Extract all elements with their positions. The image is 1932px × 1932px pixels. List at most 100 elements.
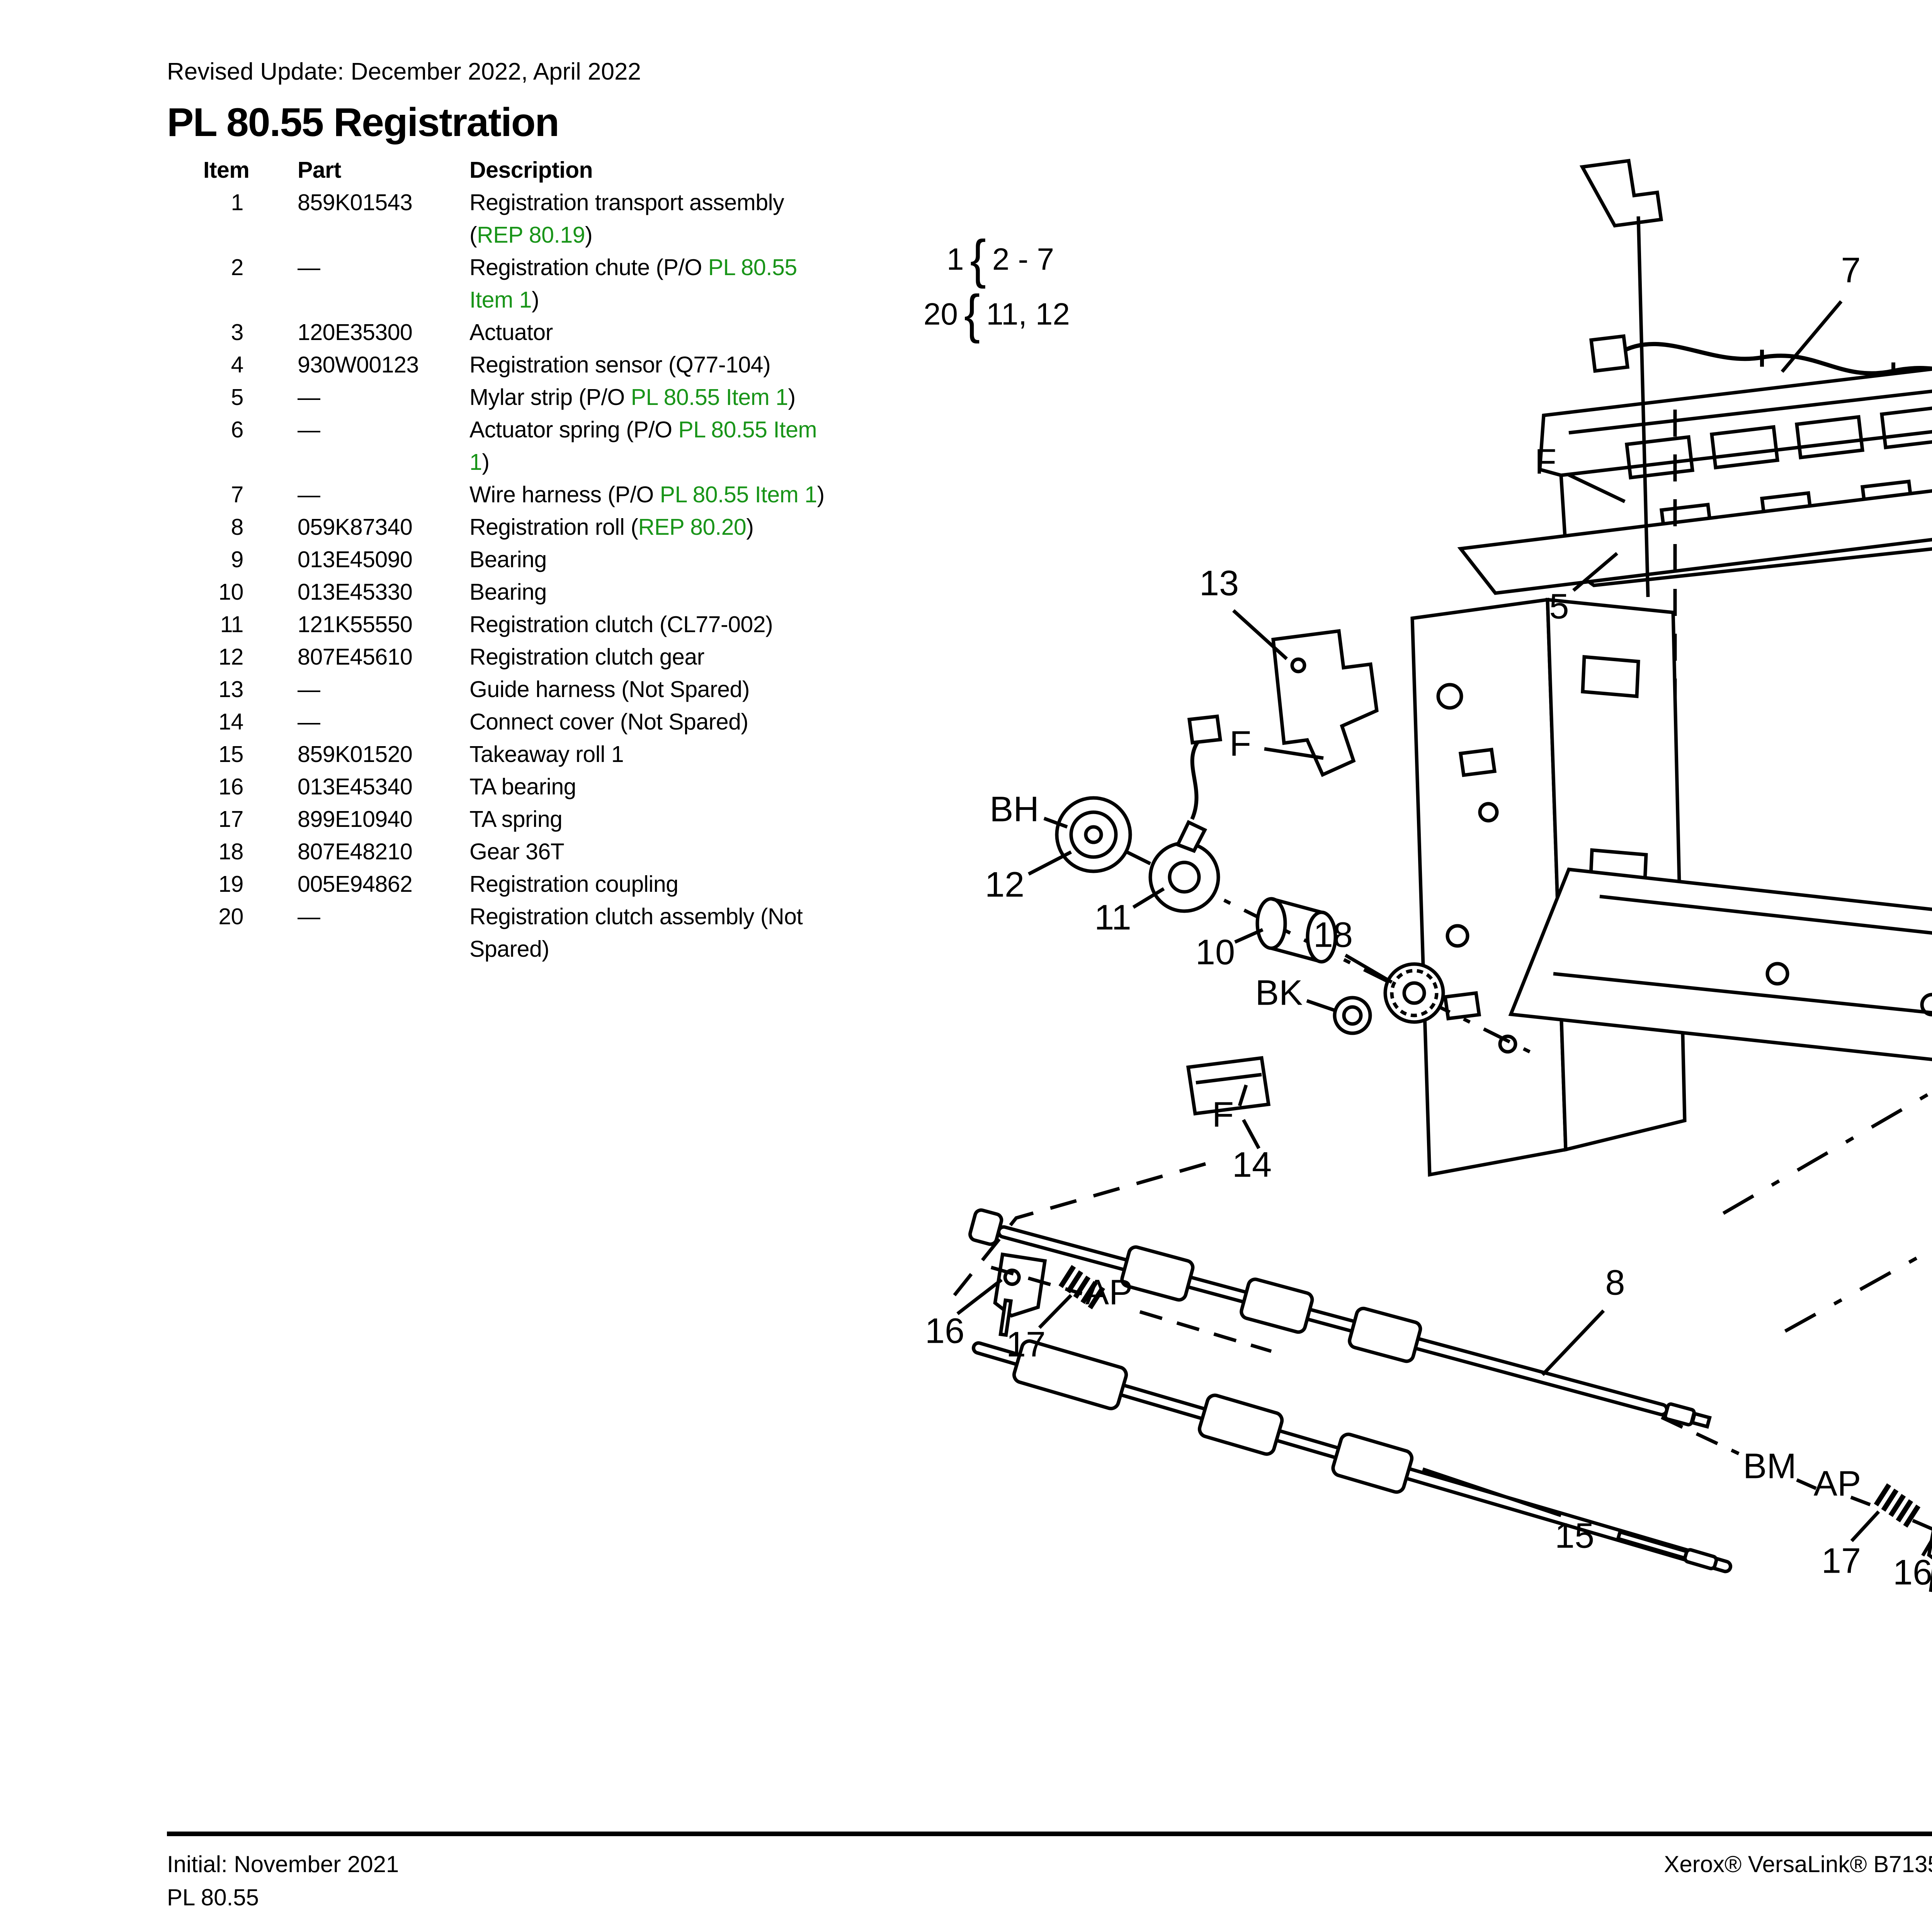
item-number: 7 xyxy=(231,482,244,507)
part-cross-reference-link[interactable]: PL 80.55 Item 1 xyxy=(469,255,797,313)
description-text: Registration chute (P/O xyxy=(469,255,708,280)
diagram-callout-ap: AP xyxy=(1085,1272,1133,1312)
leader-line-14 xyxy=(1242,1119,1260,1150)
part-description: Registration clutch (CL77-002) xyxy=(469,608,825,641)
part-number: — xyxy=(298,709,320,735)
brace-glyph: { xyxy=(970,229,986,289)
part-number: 807E45610 xyxy=(298,644,413,670)
part-description: Bearing xyxy=(469,543,825,576)
group-annotation-items: 11, 12 xyxy=(986,297,1070,331)
diagram-callout-bh: BH xyxy=(990,789,1039,829)
description-text: Connect cover (Not Spared) xyxy=(469,709,748,735)
group-annotation-1: 1 { 2 - 7 xyxy=(947,230,1054,289)
item-number: 5 xyxy=(231,384,244,410)
description-text: Registration transport assembly ( xyxy=(469,190,784,248)
footer-product-name: Xerox® VersaLink® B7135 Family Multifunc… xyxy=(1664,1851,1932,1877)
part-description: Registration clutch assembly (Not Spared… xyxy=(469,900,825,965)
footer-initial-date: Initial: November 2021 xyxy=(167,1851,399,1877)
column-header-description: Description xyxy=(469,157,593,183)
table-row: 17 899E10940 TA spring xyxy=(193,803,825,835)
diagram-callout-10: 10 xyxy=(1195,932,1235,972)
table-row: 14 — Connect cover (Not Spared) xyxy=(193,706,825,738)
part-description: Gear 36T xyxy=(469,835,825,868)
leader-line-16 xyxy=(956,1278,1003,1315)
leader-line-10 xyxy=(1234,928,1264,944)
part-description: Registration clutch gear xyxy=(469,641,825,673)
leader-line-7 xyxy=(1781,300,1843,373)
part-cross-reference-link[interactable]: PL 80.55 Item 1 xyxy=(469,417,817,475)
item-number: 14 xyxy=(218,709,243,735)
table-row: 2—Registration chute (P/O PL 80.55 Item … xyxy=(193,251,825,316)
diagram-callout-18: 18 xyxy=(1313,915,1353,955)
leader-line-bk xyxy=(1306,999,1335,1012)
part-number: 930W00123 xyxy=(298,352,419,378)
part-number: 121K55550 xyxy=(298,612,413,637)
guide-harness-drawing xyxy=(1271,629,1379,777)
description-text: TA spring xyxy=(469,806,563,832)
part-description: Connect cover (Not Spared) xyxy=(469,706,825,738)
table-row: 13—Guide harness (Not Spared) xyxy=(193,673,825,706)
item-number: 15 xyxy=(218,742,243,767)
description-text: Bearing xyxy=(469,579,547,605)
part-description: Mylar strip (P/O PL 80.55 Item 1) xyxy=(469,381,825,413)
description-text: Guide harness (Not Spared) xyxy=(469,677,750,702)
item-number: 17 xyxy=(218,806,243,832)
leader-line-11 xyxy=(1132,887,1165,909)
item-number: 2 xyxy=(231,255,244,280)
description-text: TA bearing xyxy=(469,774,576,799)
item-number: 6 xyxy=(231,417,244,442)
diagram-callout-13: 13 xyxy=(1199,563,1239,603)
leader-line-16 xyxy=(1921,1536,1932,1557)
part-number: — xyxy=(298,677,320,702)
part-number: — xyxy=(298,904,320,929)
diagram-callout-f: F xyxy=(1229,724,1252,764)
table-row: 7—Wire harness (P/O PL 80.55 Item 1) xyxy=(193,478,825,511)
description-text: ) xyxy=(531,287,539,313)
part-cross-reference-link[interactable]: REP 80.19 xyxy=(477,222,585,248)
description-text: Registration coupling xyxy=(469,871,679,897)
part-cross-reference-link[interactable]: PL 80.55 Item 1 xyxy=(660,482,817,507)
description-text: Registration roll ( xyxy=(469,514,638,540)
part-cross-reference-link[interactable]: REP 80.20 xyxy=(638,514,747,540)
diagram-callout-bk: BK xyxy=(1255,973,1303,1013)
description-text: Registration sensor (Q77-104) xyxy=(469,352,771,378)
part-description: TA spring xyxy=(469,803,825,835)
description-text: ) xyxy=(585,222,593,248)
page-title: PL 80.55 Registration xyxy=(167,100,560,145)
callout-leader-lines xyxy=(956,300,1932,1557)
table-row: 5—Mylar strip (P/O PL 80.55 Item 1) xyxy=(193,381,825,413)
table-row: 6—Actuator spring (P/O PL 80.55 Item 1) xyxy=(193,413,825,478)
diagram-callout-16: 16 xyxy=(1893,1553,1932,1592)
description-text: Actuator spring (P/O xyxy=(469,417,679,442)
leader-line-17 xyxy=(1038,1294,1073,1329)
part-number: 899E10940 xyxy=(298,806,413,832)
description-text: ) xyxy=(788,384,796,410)
diagram-callout-bm: BM xyxy=(1743,1446,1796,1486)
diagram-callout-14: 14 xyxy=(1232,1145,1272,1185)
part-number: 013E45090 xyxy=(298,547,413,572)
brace-glyph: { xyxy=(964,284,980,344)
part-description: Registration transport assembly (REP 80.… xyxy=(469,186,825,251)
group-annotation-20: 20 { 11, 12 xyxy=(923,284,1070,344)
ta-spring-left-drawing xyxy=(1058,1265,1105,1310)
part-description: Wire harness (P/O PL 80.55 Item 1) xyxy=(469,478,825,511)
part-number: 005E94862 xyxy=(298,871,413,897)
description-text: ) xyxy=(482,449,490,475)
diagram-callout-17: 17 xyxy=(1821,1541,1861,1581)
diagram-callout-7: 7 xyxy=(1841,250,1861,290)
item-number: 20 xyxy=(218,904,243,929)
part-description: Takeaway roll 1 xyxy=(469,738,825,770)
leader-line-12 xyxy=(1027,850,1072,876)
part-cross-reference-link[interactable]: PL 80.55 Item 1 xyxy=(631,384,788,410)
part-number: 859K01543 xyxy=(298,190,413,215)
leader-line-f xyxy=(1264,747,1324,760)
